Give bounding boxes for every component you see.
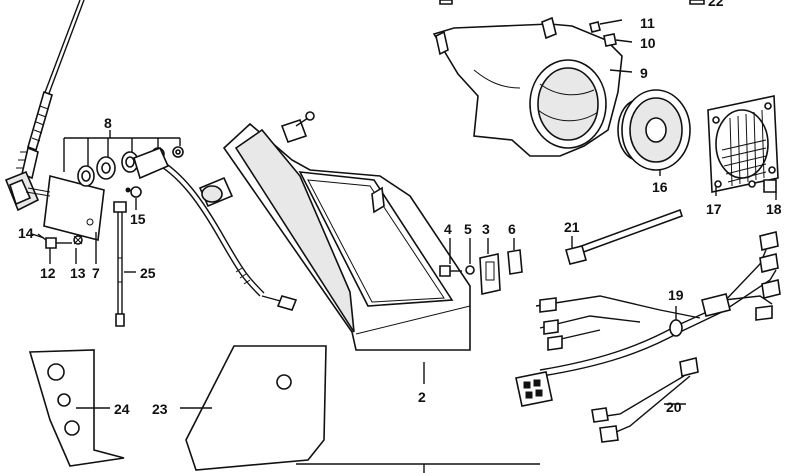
callout-14: 14	[18, 225, 34, 241]
clip-11	[589, 19, 623, 33]
mounting-plate	[25, 174, 105, 242]
callout-25: 25	[140, 265, 156, 281]
clip-6	[507, 238, 523, 275]
grille-17	[707, 95, 779, 196]
knob	[198, 176, 234, 208]
callout-22: 22	[708, 0, 724, 9]
callout-1-leader	[296, 463, 540, 473]
callout-23: 23	[152, 401, 168, 417]
nut-15	[125, 186, 142, 210]
callout-17: 17	[706, 201, 722, 217]
callout-21: 21	[564, 219, 580, 235]
callout-1: 1	[420, 471, 428, 473]
trim-panel-24	[28, 349, 125, 467]
callout-12: 12	[40, 265, 56, 281]
wiring-harness-19	[535, 231, 781, 377]
callout-10: 10	[640, 35, 656, 51]
antenna-pins	[16, 151, 28, 169]
callout-24: 24	[114, 401, 130, 417]
callout-18: 18	[766, 201, 782, 217]
callout-9-leader	[609, 69, 633, 73]
callout-13: 13	[70, 265, 86, 281]
callout-20: 20	[666, 399, 682, 415]
speaker-16	[617, 89, 691, 176]
washer-5	[465, 238, 475, 275]
screw-18	[748, 179, 777, 200]
callout-6: 6	[508, 221, 516, 237]
screw-4	[439, 238, 462, 277]
cable-25	[113, 201, 127, 327]
callout-7: 7	[92, 265, 100, 281]
nut-13	[73, 235, 83, 245]
callout-16: 16	[652, 179, 668, 195]
antenna-cable	[133, 146, 298, 311]
callout-8: 8	[104, 115, 112, 131]
top-screw	[280, 111, 315, 144]
callout-8-leader	[63, 130, 181, 172]
trim-panel-23	[180, 345, 327, 471]
center-console	[222, 122, 471, 351]
bolt-14	[37, 233, 72, 249]
callout-2: 2	[418, 389, 426, 405]
callout-4: 4	[444, 221, 452, 237]
callout-9: 9	[640, 65, 648, 81]
callout-5: 5	[464, 221, 472, 237]
bracket-3	[479, 238, 501, 295]
part-22-fragment	[439, 0, 705, 5]
clip-10	[603, 33, 633, 47]
callout-11: 11	[640, 15, 655, 31]
label-leaders	[31, 232, 97, 264]
harness-20	[591, 357, 699, 443]
antenna-mast	[4, 0, 85, 212]
callout-3: 3	[482, 221, 490, 237]
connector-block	[515, 371, 553, 407]
speaker-housing	[432, 16, 623, 157]
callout-15: 15	[130, 211, 146, 227]
cable-tie-21	[565, 208, 684, 265]
callout-19: 19	[668, 287, 684, 303]
